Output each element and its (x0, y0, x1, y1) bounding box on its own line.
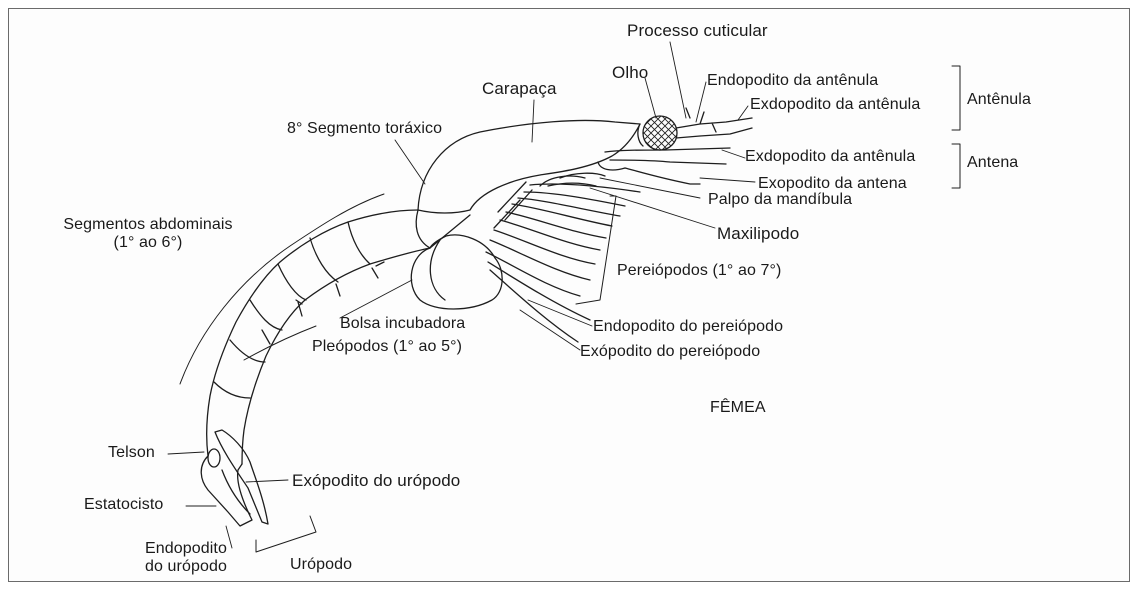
brood-pouch (411, 235, 502, 309)
label-endopodito-uropodo: Endopodito do urópodo (124, 540, 248, 576)
label-exopodito-pereiopodo: Exópodito do pereiópodo (580, 343, 760, 361)
label-segmentos-abdominais: Segmentos abdominais (1° ao 6°) (38, 216, 258, 252)
antenna (598, 148, 730, 170)
antenna-bracket (952, 144, 960, 188)
brood-pouch-inner (430, 240, 445, 300)
label-antena: Antena (967, 154, 1018, 172)
label-maxilipodo: Maxilipodo (717, 225, 799, 243)
label-antenula: Antênula (967, 91, 1031, 109)
label-palpo-mandibula: Palpo da mandíbula (708, 191, 852, 209)
label-segmento-toracico: 8° Segmento toráxico (287, 120, 442, 138)
label-segmentos-abdominais-line2: (1° ao 6°) (38, 234, 258, 252)
pereiopods-bracket (576, 196, 616, 304)
label-carapaca: Carapaça (482, 80, 557, 98)
label-endopodito-pereiopodo: Endopodito do pereiópodo (593, 318, 783, 336)
eye-stalk (638, 124, 643, 146)
label-femea: FÊMEA (710, 399, 766, 417)
antenna-scale (625, 168, 700, 184)
label-uropodo: Urópodo (290, 556, 352, 574)
label-estatocisto: Estatocisto (84, 496, 163, 514)
label-olho: Olho (612, 64, 648, 82)
eye (643, 116, 677, 150)
statocyst (208, 449, 220, 467)
label-processo-cuticular: Processo cuticular (627, 22, 768, 40)
label-pleopodos: Pleópodos (1° ao 5°) (312, 338, 462, 356)
uropod-bracket (256, 516, 316, 552)
label-bolsa-incubadora: Bolsa incubadora (340, 315, 465, 333)
label-endopodito-uropodo-line1: Endopodito (124, 540, 248, 558)
label-endopodito-antenula: Endopodito da antênula (707, 72, 878, 90)
label-endopodito-uropodo-line2: do urópodo (124, 558, 248, 576)
label-exdopodito-antenula-2: Exdopodito da antênula (745, 148, 915, 166)
antennule-bracket (952, 66, 960, 130)
thorax-body (416, 210, 470, 248)
cuticular-process-spine (686, 108, 690, 118)
label-exopodito-uropodo: Exópodito do urópodo (292, 472, 460, 490)
label-segmentos-abdominais-line1: Segmentos abdominais (38, 216, 258, 234)
label-telson: Telson (108, 444, 155, 462)
tail-fan (201, 430, 268, 526)
label-exdopodito-antenula: Exdopodito da antênula (750, 96, 920, 114)
label-pereiopodos: Pereiópodos (1° ao 7°) (617, 262, 781, 280)
